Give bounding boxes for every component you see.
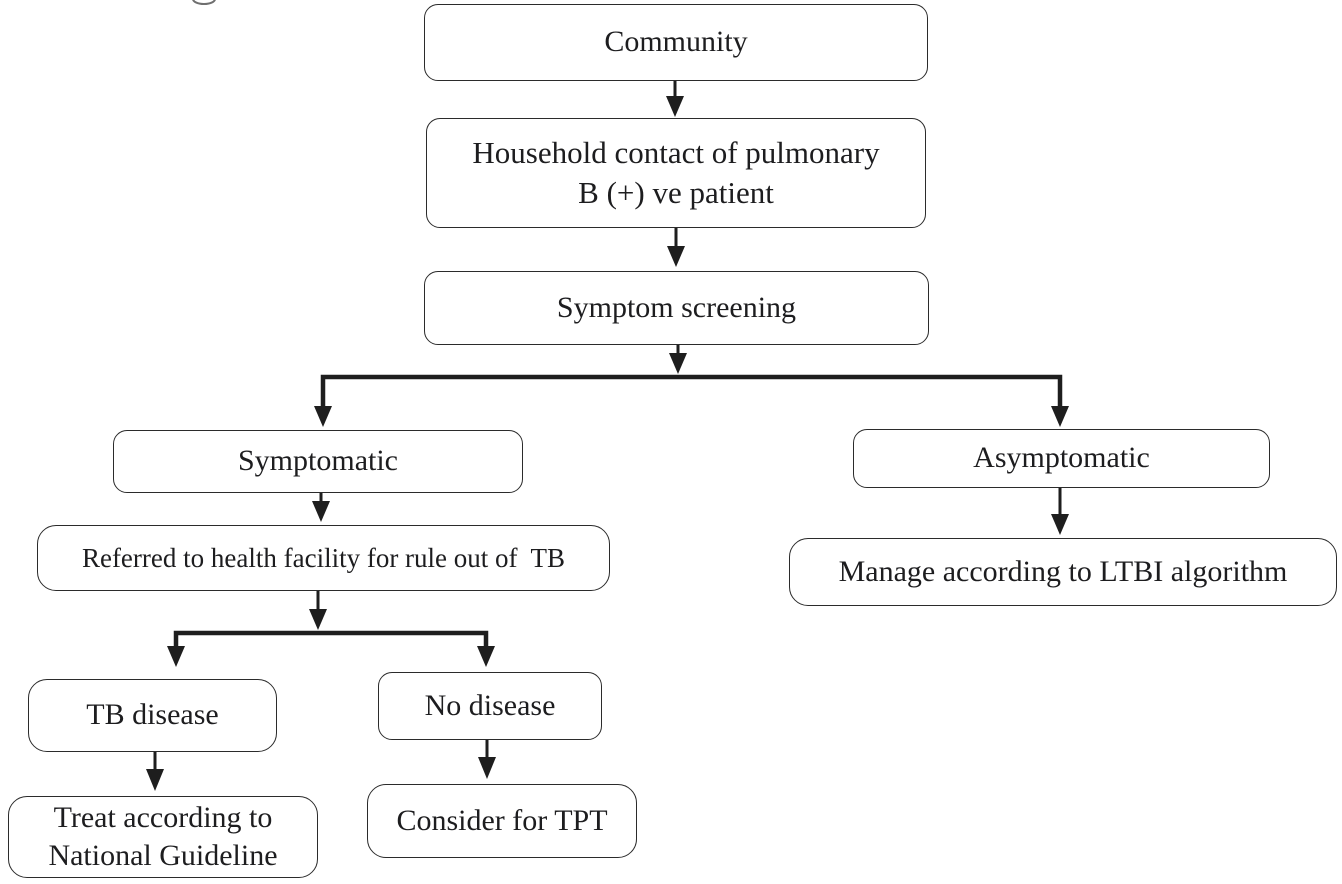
node-asymptomatic: Asymptomatic — [853, 429, 1270, 488]
node-community: Community — [424, 4, 928, 81]
node-symptom-screening: Symptom screening — [424, 271, 929, 345]
edge-household-symptom — [667, 228, 685, 267]
split-symptom-branches — [314, 374, 1069, 427]
node-treat-national-guideline: Treat according to National Guideline — [8, 796, 318, 878]
edge-nodisease-consider — [478, 740, 496, 779]
edge-symptom-split — [669, 345, 687, 374]
edge-asymptomatic-manage — [1051, 488, 1069, 535]
edge-tbdisease-treat — [146, 752, 164, 791]
edge-symptomatic-referred — [312, 493, 330, 522]
node-manage-ltbi: Manage according to LTBI algorithm — [789, 538, 1337, 606]
node-no-disease: No disease — [378, 672, 602, 740]
edge-referred-split — [309, 591, 327, 630]
node-referred-health-facility: Referred to health facility for rule out… — [37, 525, 610, 591]
node-household-contact: Household contact of pulmonary B (+) ve … — [426, 118, 926, 228]
node-symptomatic: Symptomatic — [113, 430, 523, 493]
node-tb-disease: TB disease — [28, 679, 277, 752]
cropped-caption-fragment — [192, 0, 216, 5]
split-disease-branches — [167, 630, 495, 667]
edge-community-household — [666, 81, 684, 117]
node-consider-tpt: Consider for TPT — [367, 784, 637, 858]
